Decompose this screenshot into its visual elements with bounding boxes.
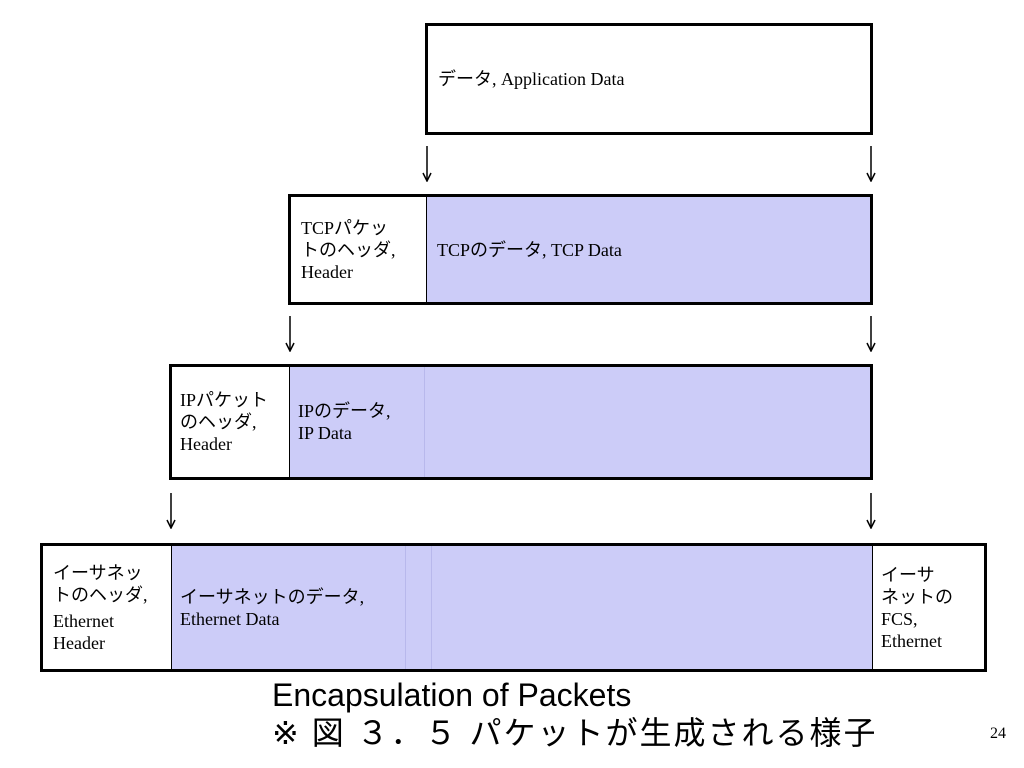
ethernet-data-cell: イーサネットのデータ, Ethernet Data — [172, 546, 872, 669]
down-arrow-icon — [285, 316, 295, 352]
down-arrow-icon — [422, 146, 432, 182]
down-arrow-icon — [866, 146, 876, 182]
tcp-header-line: TCPパケッ — [301, 217, 389, 238]
ip-header-cell: IPパケット のヘッダ, Header — [172, 367, 290, 477]
ethernet-fcs-line: イーサ — [881, 564, 935, 585]
ethernet-header-line: Ethernet — [53, 610, 114, 631]
ethernet-header-line: Header — [53, 632, 105, 653]
tcp-segment-box: TCPパケッ トのヘッダ, Header TCPのデータ, TCP Data — [288, 194, 873, 305]
down-arrow-icon — [866, 493, 876, 529]
ip-data-cell: IPのデータ, IP Data — [290, 367, 870, 477]
ethernet-frame-box: イーサネッ トのヘッダ, Ethernet Header イーサネットのデータ,… — [40, 543, 987, 672]
tcp-header-line: トのヘッダ, — [301, 239, 396, 260]
ethernet-fcs-line: ネットの — [881, 586, 953, 607]
application-data-box: データ, Application Data — [425, 23, 873, 135]
ethernet-fcs-line: FCS, — [881, 608, 918, 629]
application-data-cell: データ, Application Data — [428, 26, 870, 132]
caption-title: Encapsulation of Packets — [272, 677, 632, 713]
ip-header-line: IPパケット — [180, 390, 269, 410]
ethernet-header-cell: イーサネッ トのヘッダ, Ethernet Header — [43, 546, 172, 669]
page-number: 24 — [990, 725, 1006, 742]
ethernet-header-line: トのヘッダ, — [53, 584, 148, 605]
application-data-label: データ, Application Data — [438, 69, 625, 89]
ip-packet-box: IPパケット のヘッダ, Header IPのデータ, IP Data — [169, 364, 873, 480]
down-arrow-icon — [166, 493, 176, 529]
tcp-header-line: Header — [301, 261, 353, 282]
ip-data-line: IPのデータ, — [298, 401, 391, 421]
tcp-data-label: TCPのデータ, TCP Data — [437, 239, 622, 260]
ip-data-divider — [424, 367, 425, 477]
tcp-header-cell: TCPパケッ トのヘッダ, Header — [291, 197, 427, 302]
down-arrow-icon — [866, 316, 876, 352]
ip-data-line: IP Data — [298, 423, 352, 443]
tcp-data-cell: TCPのデータ, TCP Data — [427, 197, 870, 302]
ethernet-fcs-cell: イーサ ネットの FCS, Ethernet — [872, 546, 984, 669]
ethernet-data-divider — [431, 546, 432, 669]
ethernet-data-line: Ethernet Data — [180, 608, 280, 629]
ip-header-line: Header — [180, 434, 232, 454]
ethernet-data-line: イーサネットのデータ, — [180, 586, 365, 607]
ethernet-fcs-line: Ethernet — [881, 630, 942, 651]
ip-header-line: のヘッダ, — [180, 412, 257, 432]
ethernet-header-line: イーサネッ — [53, 562, 143, 583]
caption-subtitle: ※ 図 ３．５ パケットが生成される様子 — [272, 715, 878, 751]
slide-caption: Encapsulation of Packets ※ 図 ３．５ パケットが生成… — [272, 676, 878, 752]
ethernet-data-divider — [405, 546, 406, 669]
